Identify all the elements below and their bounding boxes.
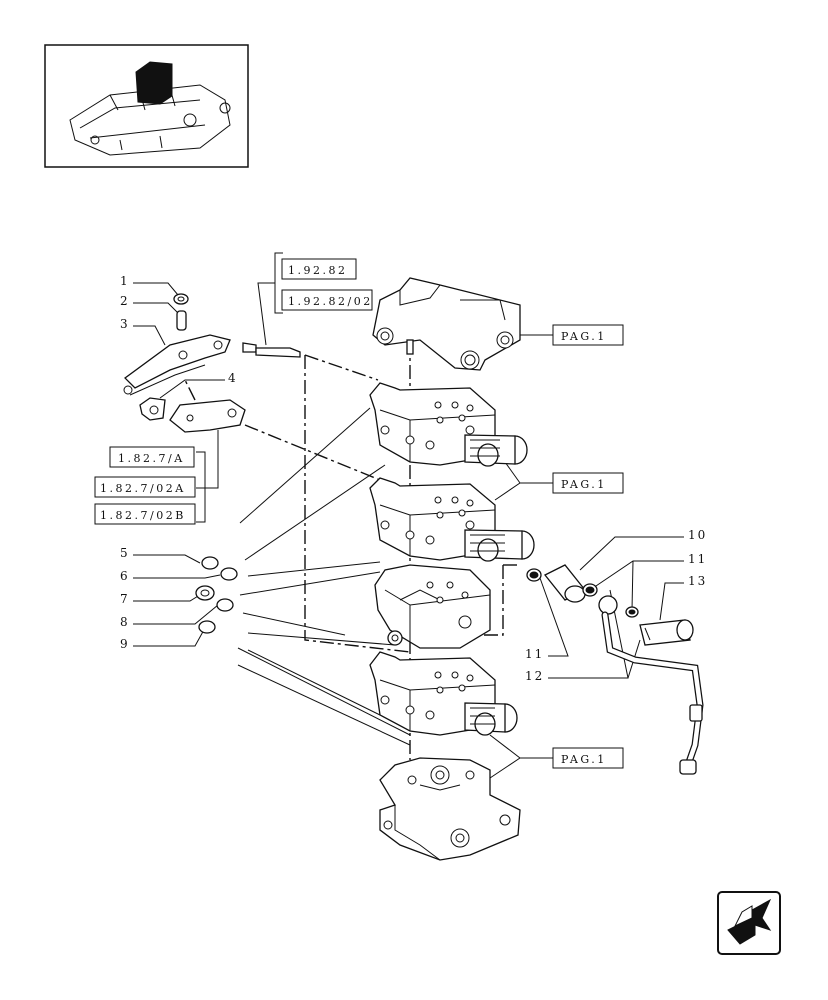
seal-leader-lines — [237, 407, 411, 746]
ref-box-3[interactable] — [109, 446, 195, 468]
seal-rings — [195, 556, 238, 634]
part-label-1: 1 — [120, 274, 130, 288]
valve-block-3 — [374, 564, 491, 649]
ref-text-4[interactable]: 1.82.7/02A — [100, 482, 186, 495]
ref-box-1[interactable] — [281, 258, 357, 280]
ref-box-5[interactable] — [94, 503, 196, 525]
reference-group-1-82 — [196, 430, 219, 523]
part-label-11b: 11 — [525, 647, 544, 661]
part-label-4: 4 — [228, 371, 238, 385]
top-cover-part — [372, 277, 521, 371]
ref-text-2[interactable]: 1.92.82/02 — [288, 295, 373, 308]
part-label-8: 8 — [120, 615, 130, 629]
pag-text-bot[interactable]: PAG.1 — [561, 753, 607, 766]
valve-block-4 — [369, 651, 518, 736]
part-label-5: 5 — [120, 546, 130, 560]
ref-box-2[interactable] — [281, 289, 373, 311]
reference-group-1-92 — [257, 252, 283, 346]
part-label-10: 10 — [688, 528, 707, 542]
part-label-3: 3 — [120, 317, 130, 331]
ref-text-1[interactable]: 1.92.82 — [288, 264, 348, 277]
ref-text-5[interactable]: 1.82.7/02B — [100, 509, 186, 522]
pag-text-mid[interactable]: PAG.1 — [561, 478, 607, 491]
part-label-9: 9 — [120, 637, 130, 651]
valve-block-2 — [369, 477, 535, 562]
ref-text-3[interactable]: 1.82.7/A — [118, 452, 185, 465]
next-page-arrow-icon[interactable] — [717, 891, 781, 955]
part-label-6: 6 — [120, 569, 130, 583]
part-labels-left: 1 2 3 4 5 6 7 8 9 — [120, 274, 238, 651]
coupling-parts — [526, 564, 704, 775]
part-label-12: 12 — [525, 669, 544, 683]
base-flange-part — [379, 757, 521, 861]
ref-box-4[interactable] — [94, 476, 196, 498]
part-label-13: 13 — [688, 574, 707, 588]
part-labels-right: 10 11 13 11 12 — [525, 528, 707, 683]
linkage-parts — [123, 293, 301, 433]
tractor-housing-thumbnail-icon[interactable] — [44, 44, 249, 168]
valve-block-1 — [369, 382, 528, 467]
part-label-2: 2 — [120, 294, 130, 308]
pag-text-top[interactable]: PAG.1 — [561, 330, 607, 343]
part-label-11a: 11 — [688, 552, 707, 566]
part-label-7: 7 — [120, 592, 130, 606]
